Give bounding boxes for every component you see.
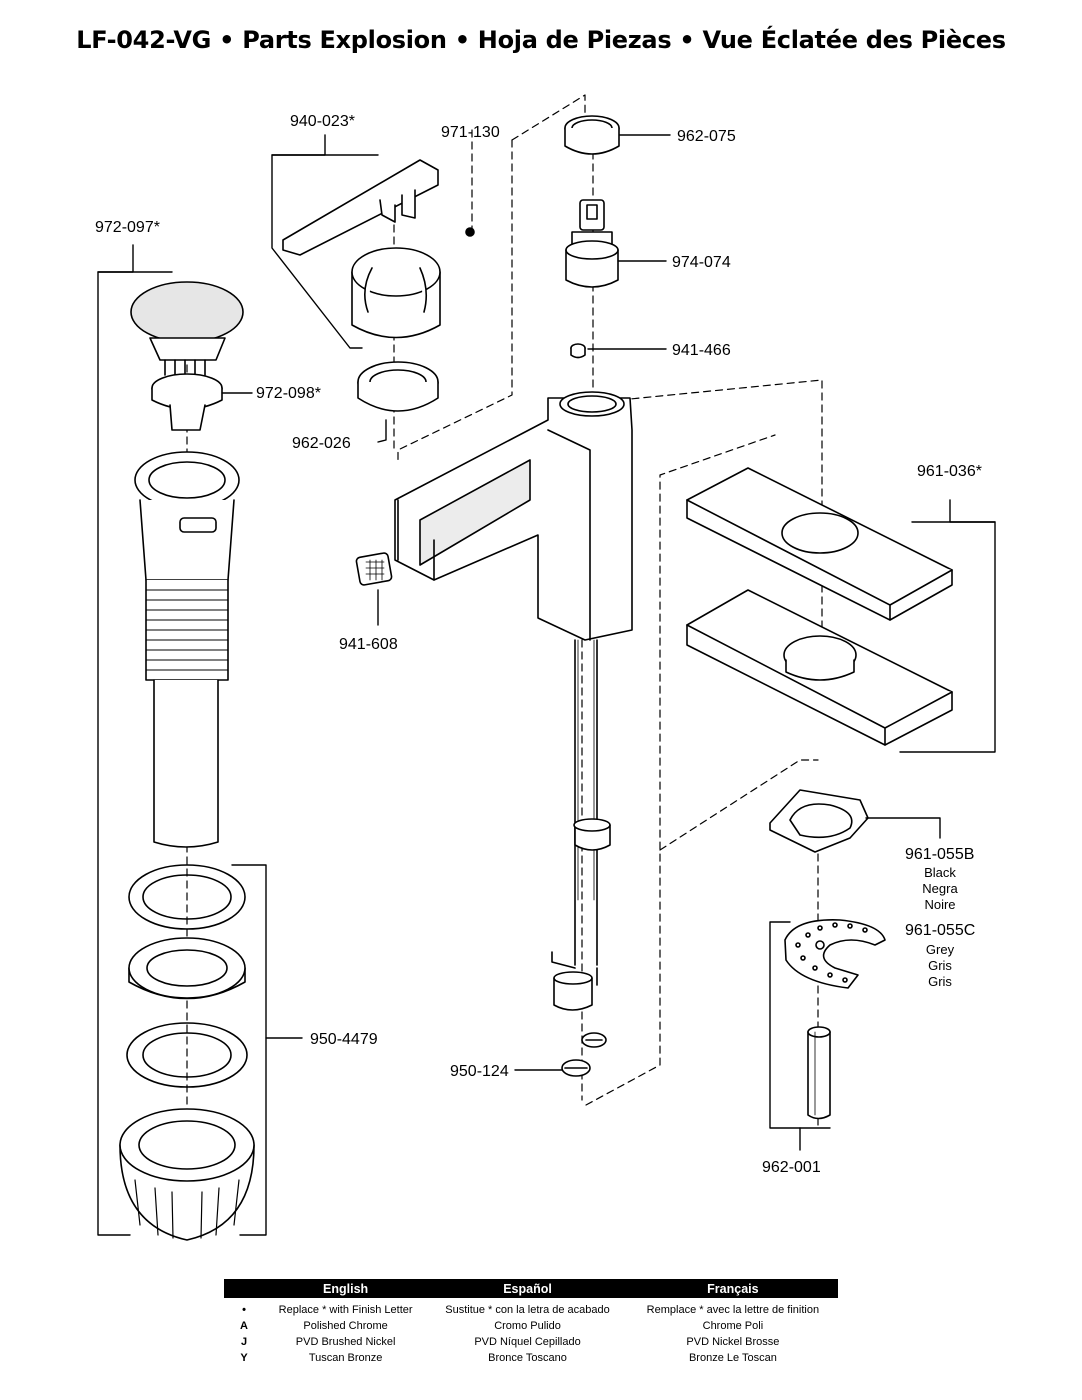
finish-code: •	[242, 1304, 246, 1316]
table-row: A Polished Chrome Cromo Pulido Chrome Po…	[224, 1318, 838, 1334]
finish-francais: Remplace * avec la lettre de finition	[646, 1304, 820, 1316]
finish-francais: PVD Nickel Brosse	[686, 1336, 780, 1348]
label-974-074: 974-074	[672, 254, 731, 271]
header-english: English	[264, 1279, 428, 1298]
page-title: LF-042-VG • Parts Explosion • Hoja de Pi…	[76, 26, 1006, 54]
finish-code: Y	[240, 1352, 248, 1364]
label-961-055c: 961-055C	[905, 922, 975, 939]
finish-english: Tuscan Bronze	[308, 1352, 383, 1364]
drain-gasket-2	[128, 937, 246, 1000]
drain-gasket-3	[126, 1022, 248, 1088]
label-972-098: 972-098*	[256, 385, 321, 402]
finish-table-header: English Español Français	[224, 1279, 838, 1298]
label-961-055b: 961-055B	[905, 846, 974, 863]
faucet-body	[394, 391, 633, 1077]
finish-code: J	[240, 1336, 248, 1348]
label-961-055b-es: Negra	[922, 881, 958, 896]
finish-english: Replace * with Finish Letter	[278, 1304, 413, 1316]
label-961-055b-en: Black	[924, 865, 956, 880]
label-961-036: 961-036*	[917, 463, 982, 480]
label-961-055c-fr: Gris	[928, 974, 952, 989]
finish-english: PVD Brushed Nickel	[295, 1336, 396, 1348]
finish-english: Polished Chrome	[303, 1320, 388, 1332]
label-961-055c-es: Gris	[928, 958, 952, 973]
header-code	[224, 1279, 264, 1298]
label-941-608: 941-608	[339, 636, 398, 653]
label-961-055c-en: Grey	[926, 942, 955, 957]
finish-francais: Bronze Le Toscan	[688, 1352, 777, 1364]
table-row: J PVD Brushed Nickel PVD Níquel Cepillad…	[224, 1334, 838, 1350]
leader-lines	[97, 134, 996, 1236]
label-940-023: 940-023*	[290, 113, 355, 130]
label-972-097: 972-097*	[95, 219, 160, 236]
finish-francais: Chrome Poli	[702, 1320, 764, 1332]
popup-cap	[130, 281, 244, 381]
cartridge-column	[564, 115, 620, 359]
popup-stem	[151, 373, 223, 431]
part-labels: 940-023* 971-130 962-075 972-097* 974-07…	[95, 113, 982, 1176]
deck-plate-bottom	[686, 589, 953, 746]
mount-gasket	[769, 789, 869, 853]
header-francais: Français	[627, 1279, 838, 1298]
finish-code: A	[240, 1320, 248, 1332]
drain-nut	[119, 1108, 255, 1241]
label-971-130: 971-130	[441, 124, 500, 141]
handle-assembly	[282, 159, 475, 412]
aerator	[355, 552, 393, 586]
deck-plate-top	[686, 467, 953, 621]
finish-espanol: Sustitue * con la letra de acabado	[445, 1304, 610, 1316]
parts-explosion-diagram: 940-023* 971-130 962-075 972-097* 974-07…	[95, 94, 996, 1241]
label-950-4479: 950-4479	[310, 1031, 378, 1048]
label-962-075: 962-075	[677, 128, 736, 145]
table-row: • Replace * with Finish Letter Sustitue …	[224, 1298, 838, 1318]
mounting-rod	[807, 1026, 831, 1120]
label-961-055b-fr: Noire	[924, 897, 955, 912]
header-espanol: Español	[427, 1279, 628, 1298]
drain-assembly	[119, 281, 255, 1241]
horseshoe-washer	[784, 919, 886, 989]
finish-table: English Español Français • Replace * wit…	[224, 1279, 838, 1366]
label-962-001: 962-001	[762, 1159, 821, 1176]
label-941-466: 941-466	[672, 342, 731, 359]
table-row: Y Tuscan Bronze Bronce Toscano Bronze Le…	[224, 1350, 838, 1366]
drain-gasket-1	[128, 864, 246, 930]
finish-espanol: Bronce Toscano	[488, 1352, 567, 1364]
label-950-124: 950-124	[450, 1063, 509, 1080]
label-962-026: 962-026	[292, 435, 351, 452]
finish-espanol: PVD Níquel Cepillado	[474, 1336, 581, 1348]
drain-body	[134, 451, 240, 848]
finish-espanol: Cromo Pulido	[494, 1320, 561, 1332]
